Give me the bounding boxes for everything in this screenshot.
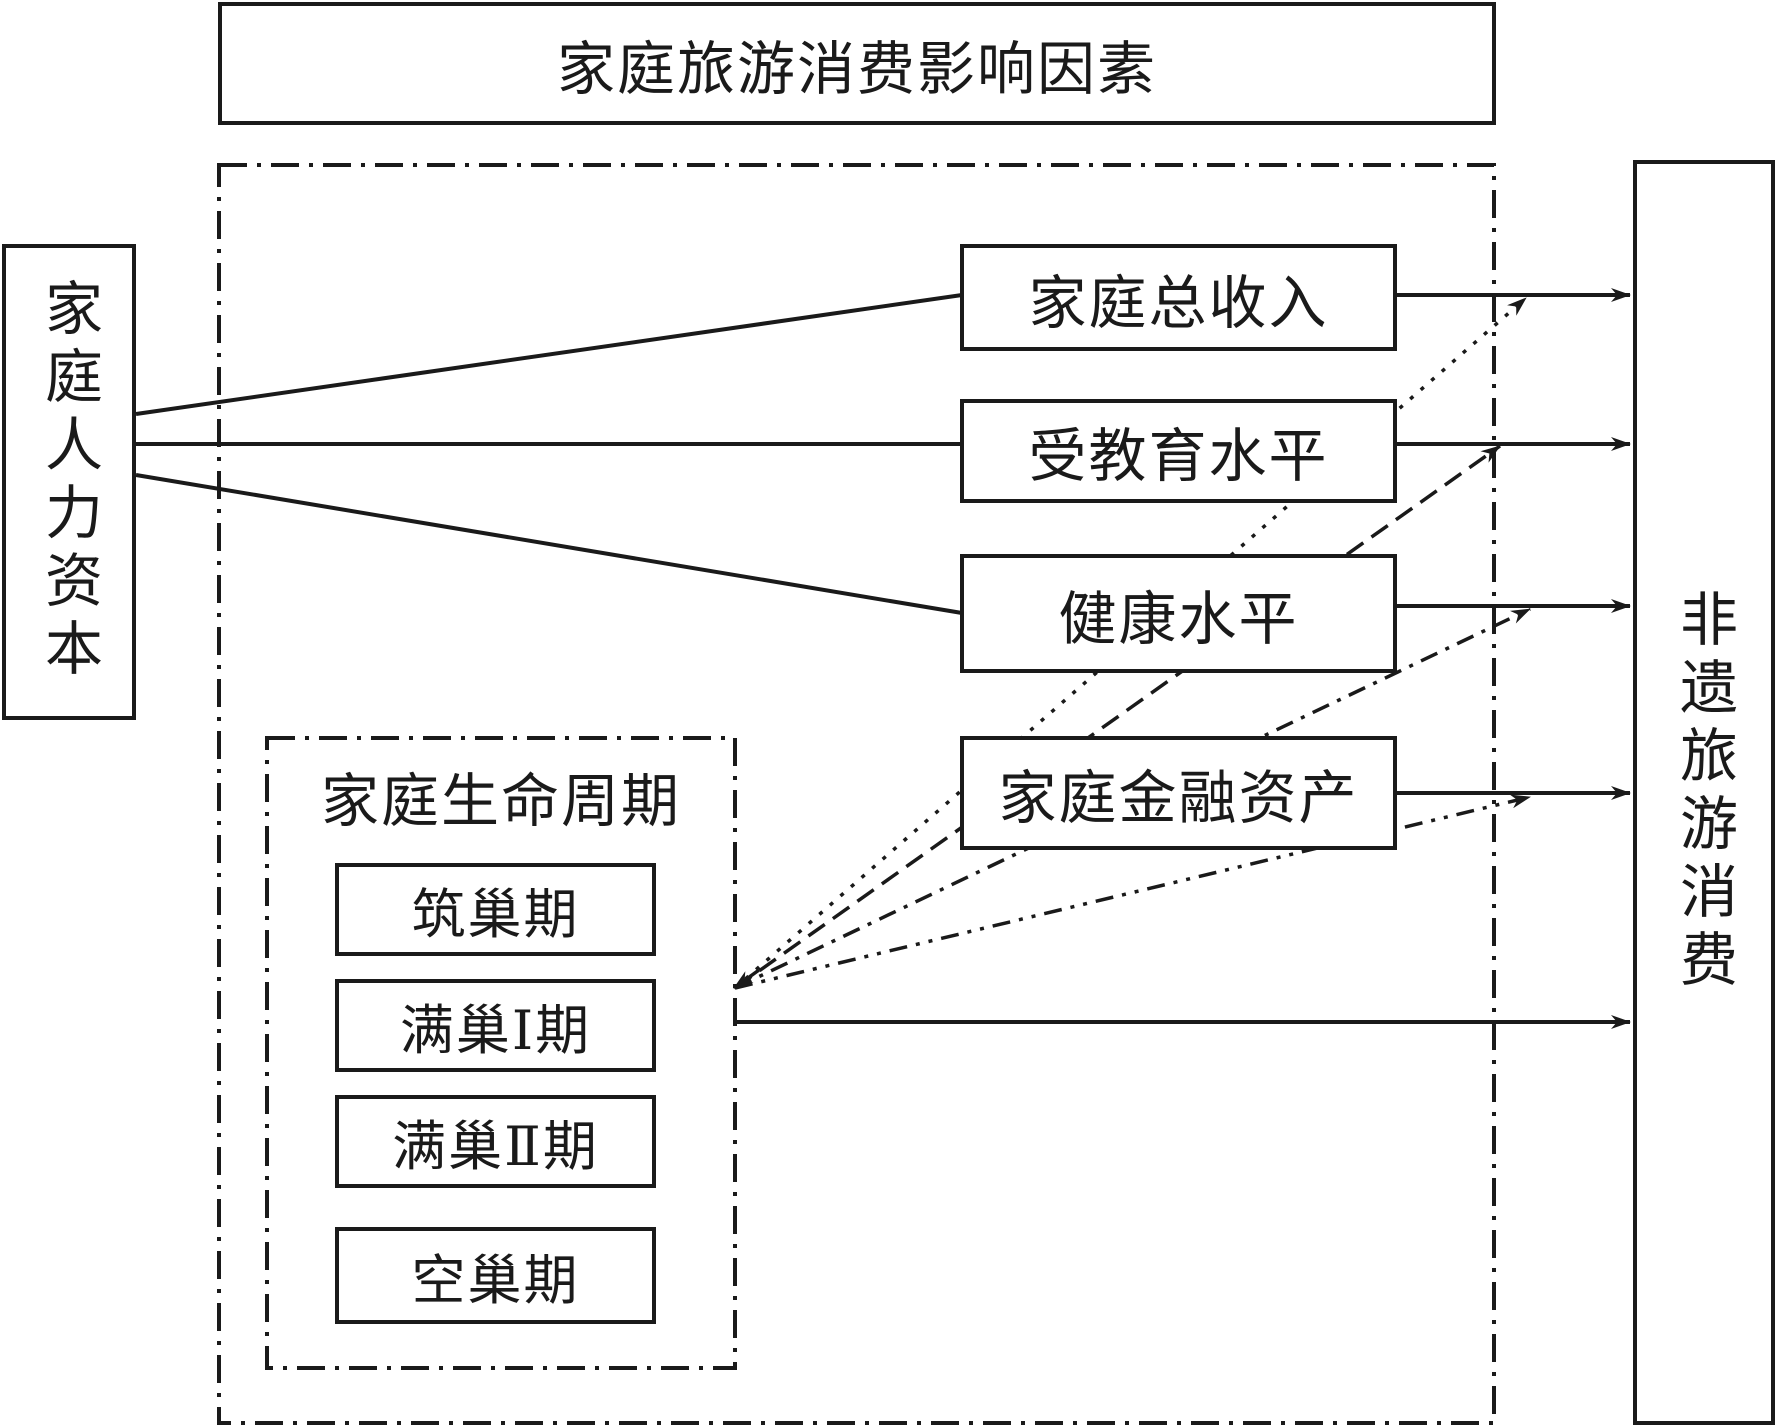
stage-full-nest-2: 满巢Ⅱ期 bbox=[335, 1095, 656, 1188]
income-box: 家庭总收入 bbox=[960, 244, 1397, 351]
stage-nesting: 筑巢期 bbox=[335, 863, 656, 956]
link-capital-income bbox=[135, 293, 963, 416]
stage-empty-nest: 空巢期 bbox=[335, 1227, 656, 1324]
lifecycle-title-wrap: 家庭生命周期 bbox=[270, 756, 732, 836]
financial-box: 家庭金融资产 bbox=[960, 736, 1397, 850]
stage-full-nest-1: 满巢Ⅰ期 bbox=[335, 979, 656, 1072]
diagram-title: 家庭旅游消费影响因素 bbox=[556, 34, 1157, 103]
stage-label: 筑巢期 bbox=[411, 883, 580, 946]
factors-frame bbox=[217, 163, 1496, 1425]
education-box: 受教育水平 bbox=[960, 399, 1397, 503]
health-label: 健康水平 bbox=[1058, 584, 1299, 653]
lifecycle-title: 家庭生命周期 bbox=[320, 767, 681, 835]
moderation-financial bbox=[734, 794, 1531, 990]
financial-label: 家庭金融资产 bbox=[998, 764, 1359, 832]
lifecycle-frame bbox=[265, 736, 737, 1370]
stage-label: 满巢Ⅱ期 bbox=[392, 1115, 599, 1178]
education-label: 受教育水平 bbox=[1028, 422, 1329, 490]
health-box: 健康水平 bbox=[960, 554, 1397, 673]
title-box: 家庭旅游消费影响因素 bbox=[218, 2, 1496, 125]
human-capital-box: 家庭人力资本 bbox=[2, 244, 136, 720]
link-capital-health bbox=[135, 473, 963, 615]
moderation-education bbox=[733, 444, 1502, 990]
stage-label: 空巢期 bbox=[411, 1249, 580, 1312]
income-label: 家庭总收入 bbox=[1028, 268, 1329, 337]
stage-label: 满巢Ⅰ期 bbox=[399, 999, 592, 1062]
moderation-origin bbox=[732, 968, 761, 990]
consumption-label: 非遗旅游消费 bbox=[1670, 588, 1738, 997]
consumption-box: 非遗旅游消费 bbox=[1633, 160, 1775, 1425]
human-capital-label: 家庭人力资本 bbox=[35, 278, 103, 686]
